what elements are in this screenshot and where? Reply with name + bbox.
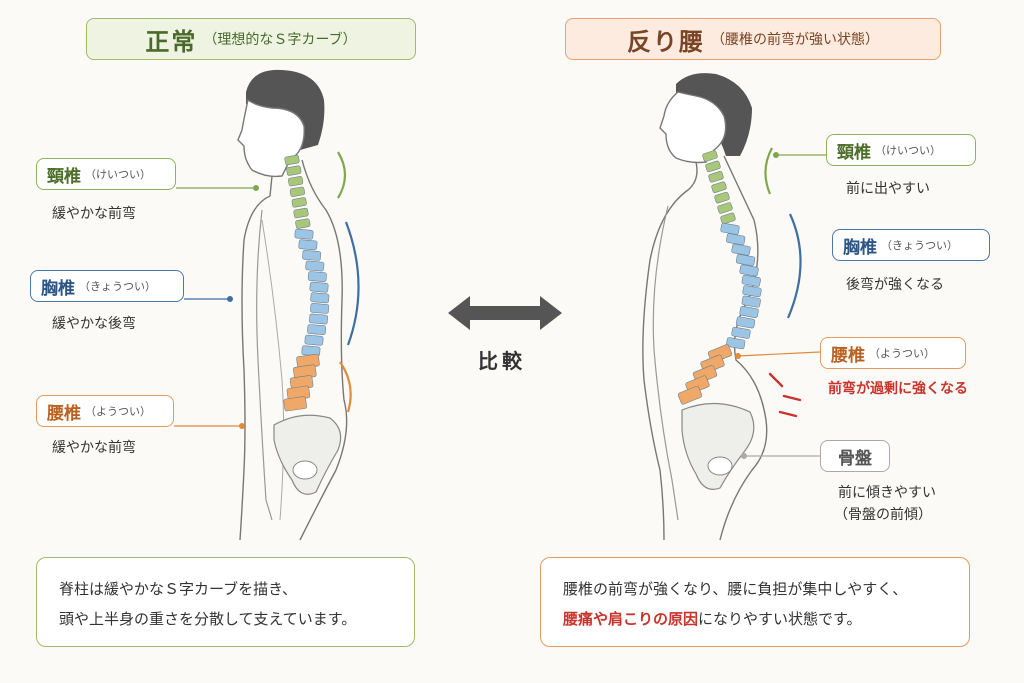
normal-summary-line1: 脊柱は緩やかなＳ字カーブを描き、 <box>59 580 298 598</box>
desc-cervical-right: 前に出やすい <box>846 181 930 197</box>
desc-pelvis-right-1: 前に傾きやすい <box>838 485 936 501</box>
vertebra <box>283 396 307 412</box>
emphasis-lines-icon <box>768 372 802 418</box>
swayback-summary-line1: 腰椎の前弯が強くなり、腰に負担が集中しやすく、 <box>563 580 908 598</box>
desc-pelvis-right-2: （骨盤の前傾） <box>834 507 932 523</box>
label-lumbar-right-name: 腰椎 <box>831 345 865 366</box>
pelvis-left <box>273 414 342 495</box>
vertebra <box>742 285 762 298</box>
pelvis-right <box>681 402 755 490</box>
normal-summary-line2: 頭や上半身の重さを分散して支えています。 <box>59 610 357 628</box>
vertebra <box>294 228 314 240</box>
label-lumbar-right-reading: （ようつい） <box>869 347 935 360</box>
label-thoracic-left-name: 胸椎 <box>41 278 75 299</box>
label-lumbar-left-reading: （ようつい） <box>85 405 151 418</box>
label-thoracic-left: 胸椎 （きょうつい） <box>30 270 184 302</box>
label-lumbar-left: 腰椎 （ようつい） <box>36 395 174 427</box>
vertebra <box>291 197 307 208</box>
vertebra <box>288 176 304 187</box>
vertebra <box>705 160 721 173</box>
label-thoracic-right-reading: （きょうつい） <box>881 239 958 252</box>
label-cervical-right-name: 頸椎 <box>837 142 871 163</box>
label-thoracic-right: 胸椎 （きょうつい） <box>832 229 990 261</box>
vertebra <box>307 271 327 283</box>
compare-label: 比較 <box>478 349 526 373</box>
vertebra <box>302 249 322 261</box>
swayback-title: 反り腰 <box>627 27 705 56</box>
vertebra <box>702 150 718 162</box>
vertebra <box>711 181 727 193</box>
vertebra <box>298 239 318 251</box>
normal-subtitle: （理想的なＳ字カーブ） <box>203 32 357 48</box>
vertebra <box>735 254 756 266</box>
normal-posture-figure <box>237 69 348 541</box>
vertebra <box>310 302 330 314</box>
desc-thoracic-right: 後弯が強くなる <box>846 277 944 293</box>
label-thoracic-left-reading: （きょうつい） <box>79 280 156 293</box>
vertebra <box>295 218 311 229</box>
vertebra <box>739 306 759 318</box>
vertebra <box>677 385 703 405</box>
vertebra <box>310 292 330 304</box>
vertebra <box>305 260 325 272</box>
vertebra <box>309 281 329 293</box>
double-arrow-icon <box>448 296 562 330</box>
desc-cervical-left: 緩やかな前弯 <box>52 206 136 222</box>
swayback-spine <box>677 150 762 405</box>
vertebra <box>726 233 746 246</box>
swayback-summary-rest: になりやすい状態です。 <box>698 610 862 628</box>
vertebra <box>739 264 759 277</box>
label-cervical-right-reading: （けいつい） <box>875 144 941 157</box>
label-pelvis-right-name: 骨盤 <box>838 448 872 469</box>
label-cervical-left-name: 頸椎 <box>47 166 81 187</box>
vertebra <box>717 202 733 214</box>
desc-thoracic-left: 緩やかな後弯 <box>52 316 136 332</box>
vertebra <box>708 171 724 183</box>
vertebra <box>735 316 756 329</box>
swayback-summary-line2: 腰痛や肩こりの原因になりやすい状態です。 <box>563 604 947 634</box>
swayback-summary-box: 腰椎の前弯が強くなり、腰に負担が集中しやすく、 腰痛や肩こりの原因になりやすい状… <box>540 557 970 647</box>
label-cervical-left: 頸椎 （けいつい） <box>36 158 176 190</box>
label-pelvis-right: 骨盤 <box>820 440 890 472</box>
vertebra <box>741 274 761 287</box>
normal-spine <box>283 154 330 412</box>
swayback-summary-highlight: 腰痛や肩こりの原因 <box>563 610 699 628</box>
swayback-title-box: 反り腰 （腰椎の前弯が強い状態） <box>565 18 941 60</box>
vertebra <box>284 154 300 166</box>
label-lumbar-left-name: 腰椎 <box>47 403 81 424</box>
vertebra <box>731 326 751 339</box>
label-thoracic-right-name: 胸椎 <box>843 237 877 258</box>
vertebra <box>731 243 751 256</box>
vertebra <box>309 313 329 325</box>
swayback-posture-figure <box>642 73 768 541</box>
vertebra <box>720 222 740 235</box>
vertebra <box>289 186 305 197</box>
vertebra <box>293 207 309 219</box>
normal-summary-box: 脊柱は緩やかなＳ字カーブを描き、 頭や上半身の重さを分散して支えています。 <box>36 557 415 647</box>
vertebra <box>714 191 730 204</box>
label-lumbar-right: 腰椎 （ようつい） <box>820 337 966 369</box>
vertebra <box>286 165 302 176</box>
swayback-subtitle: （腰椎の前弯が強い状態） <box>711 32 879 48</box>
desc-lumbar-left: 緩やかな前弯 <box>52 440 136 456</box>
vertebra <box>741 295 761 308</box>
vertebra <box>307 324 327 336</box>
normal-title-box: 正常 （理想的なＳ字カーブ） <box>86 18 416 60</box>
normal-title: 正常 <box>145 27 198 56</box>
vertebra <box>304 334 324 346</box>
label-cervical-right: 頸椎 （けいつい） <box>826 134 976 166</box>
label-cervical-left-reading: （けいつい） <box>85 168 151 181</box>
vertebra <box>726 337 746 350</box>
desc-lumbar-right: 前弯が過剰に強くなる <box>828 381 968 397</box>
vertebra <box>720 212 736 225</box>
